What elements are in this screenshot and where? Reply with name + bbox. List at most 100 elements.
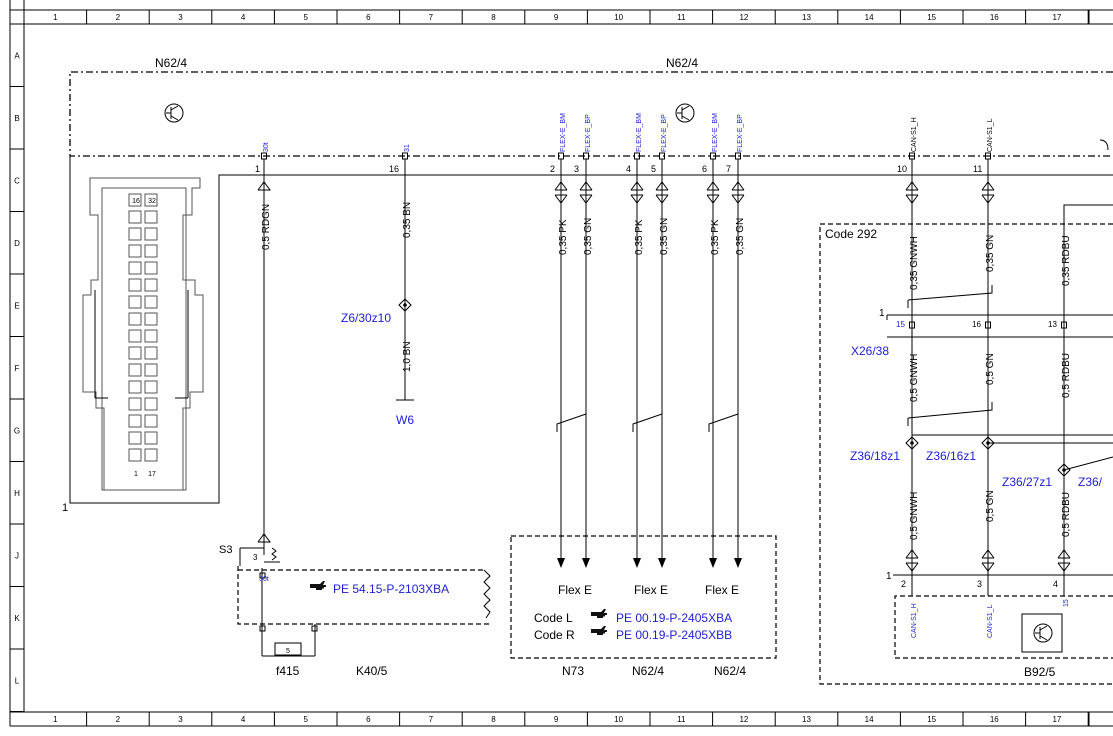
b92-pin-4: 4 bbox=[1053, 579, 1058, 589]
ruler-column-label: 12 bbox=[739, 13, 748, 22]
ruler-row-label: D bbox=[14, 239, 20, 248]
code-292-box bbox=[819, 223, 1113, 685]
pin-name-labels: 30t 31 FLEX-E_BM FLEX-E_BP FLEX-E_BM FLE… bbox=[263, 113, 994, 152]
b92-box bbox=[893, 574, 1113, 659]
ruler-column-label: 12 bbox=[739, 715, 748, 724]
ruler-column-label: 6 bbox=[366, 715, 371, 724]
wire-label-gn-3: 0,35 GN bbox=[735, 218, 746, 255]
reference-k40[interactable]: PE 54.15-P-2103XBA bbox=[333, 582, 449, 596]
ruler-column-label: 15 bbox=[927, 715, 936, 724]
pin-number-3: 3 bbox=[574, 164, 579, 174]
b92-pin-3: 3 bbox=[977, 579, 982, 589]
ruler-column-label: 3 bbox=[178, 13, 183, 22]
flex-plug bbox=[630, 181, 644, 191]
can-plug bbox=[981, 181, 995, 191]
pin-label-16: 16 bbox=[132, 198, 140, 205]
wire-label-gnwh-05b: 0,5 GNWH bbox=[909, 492, 920, 540]
pin-name-flex-bm-3: FLEX-E_BM bbox=[712, 113, 719, 152]
flex-plug bbox=[706, 181, 720, 191]
twisted-pair-mark bbox=[708, 404, 739, 432]
ruler-column-label: 16 bbox=[990, 13, 999, 22]
ruler-row-label: K bbox=[14, 614, 20, 623]
connector-pin-grid bbox=[128, 193, 158, 462]
reference-code-l[interactable]: PE 00.19-P-2405XBA bbox=[616, 611, 732, 625]
transistor-icon bbox=[675, 103, 695, 123]
pin-number-2: 2 bbox=[550, 164, 555, 174]
splice-label-z6[interactable]: Z6/30z10 bbox=[341, 311, 391, 325]
flex-plug bbox=[579, 181, 593, 191]
wire-label-pk-2: 0,35 PK bbox=[634, 219, 645, 255]
rdbu-plug bbox=[1057, 562, 1071, 572]
connector-pin bbox=[128, 414, 142, 428]
wire-label-gn-05a: 0,5 GN bbox=[985, 353, 996, 385]
splice-label-z36-cut[interactable]: Z36/ bbox=[1078, 475, 1103, 489]
connector-pin bbox=[144, 329, 158, 343]
flex-box bbox=[510, 535, 777, 659]
b92-pin-2: 2 bbox=[901, 579, 906, 589]
pin-label-1: 1 bbox=[134, 471, 138, 478]
splice-label-z36-27[interactable]: Z36/27z1 bbox=[1002, 475, 1052, 489]
pin-number-1: 1 bbox=[255, 164, 260, 174]
b92-pin-15: 15 bbox=[1063, 599, 1070, 607]
can-plug bbox=[905, 194, 919, 204]
ruler-column-label: 8 bbox=[491, 13, 496, 22]
flex-label-3: Flex E bbox=[705, 583, 739, 597]
connector-pin bbox=[128, 346, 142, 360]
pin-number-labels: 1 16 2 3 4 5 6 7 10 11 bbox=[255, 164, 982, 174]
fuse-label-f415: f415 bbox=[276, 664, 300, 678]
connector-pin bbox=[144, 261, 158, 275]
connector-pin bbox=[144, 363, 158, 377]
flex-arrow bbox=[709, 558, 717, 568]
flex-plug bbox=[630, 194, 644, 204]
flex-plug bbox=[731, 181, 745, 191]
connector-pin bbox=[144, 414, 158, 428]
ruler-column-label: 17 bbox=[1052, 715, 1061, 724]
ruler-column-label: 4 bbox=[241, 13, 246, 22]
connector-label-x26[interactable]: X26/38 bbox=[851, 344, 889, 358]
code-r-label: Code R bbox=[534, 628, 575, 642]
module-label-center: N62/4 bbox=[666, 56, 698, 70]
connector-pin bbox=[128, 329, 142, 343]
ruler-row-label: C bbox=[14, 176, 20, 185]
wire-label-rdbu-035: 0,35 RDBU bbox=[1061, 235, 1072, 286]
can-splice bbox=[981, 436, 995, 450]
ruler-column-label: 17 bbox=[1052, 13, 1061, 22]
ruler-column-label: 4 bbox=[241, 715, 246, 724]
b92-pin-1: 1 bbox=[886, 571, 892, 582]
flex-plug bbox=[554, 181, 568, 191]
wire-label-gn-05b: 0,5 GN bbox=[985, 490, 996, 522]
splice-label-z36-16[interactable]: Z36/16z1 bbox=[926, 449, 976, 463]
ruler-column-label: 13 bbox=[802, 13, 811, 22]
reference-code-r[interactable]: PE 00.19-P-2405XBB bbox=[616, 628, 732, 642]
connector-pin bbox=[144, 431, 158, 445]
ruler-column-label: 2 bbox=[116, 715, 121, 724]
flex-arrow bbox=[734, 558, 742, 568]
flex-wires bbox=[554, 175, 745, 568]
code-l-label: Code L bbox=[534, 611, 573, 625]
connector-pin bbox=[144, 227, 158, 241]
connector-mark: 1 bbox=[62, 502, 68, 514]
pin-name-flex-bp-2: FLEX-E_BP bbox=[661, 114, 668, 152]
module-label-k40: K40/5 bbox=[356, 664, 388, 678]
ruler-column-label: 15 bbox=[927, 13, 936, 22]
wire-label-pk-1: 0,35 PK bbox=[558, 219, 569, 255]
n62-module-outline bbox=[69, 71, 1113, 157]
ruler-column-label: 11 bbox=[677, 715, 686, 724]
module-label-b92: B92/5 bbox=[1024, 665, 1056, 679]
x26-connector bbox=[886, 314, 1113, 338]
splice-label-z36-18[interactable]: Z36/18z1 bbox=[850, 449, 900, 463]
ground-label-w6[interactable]: W6 bbox=[396, 413, 414, 427]
ruler-column-label: 2 bbox=[116, 13, 121, 22]
ruler-column-label: 10 bbox=[614, 13, 623, 22]
connector-pin bbox=[144, 210, 158, 224]
ruler-column-label: 8 bbox=[491, 715, 496, 724]
ruler-column-label: 14 bbox=[865, 715, 874, 724]
ruler-column-label: 16 bbox=[990, 715, 999, 724]
reference-hand-icon bbox=[310, 581, 326, 590]
pin-label-17: 17 bbox=[148, 471, 156, 478]
pin-name-can-l: CAN-S1_L bbox=[987, 118, 994, 152]
connector-pin bbox=[128, 295, 142, 309]
pin-name-flex-bm-2: FLEX-E_BM bbox=[636, 113, 643, 152]
wire-label-rdbu-05b: 0,5 RDBU bbox=[1061, 492, 1072, 537]
